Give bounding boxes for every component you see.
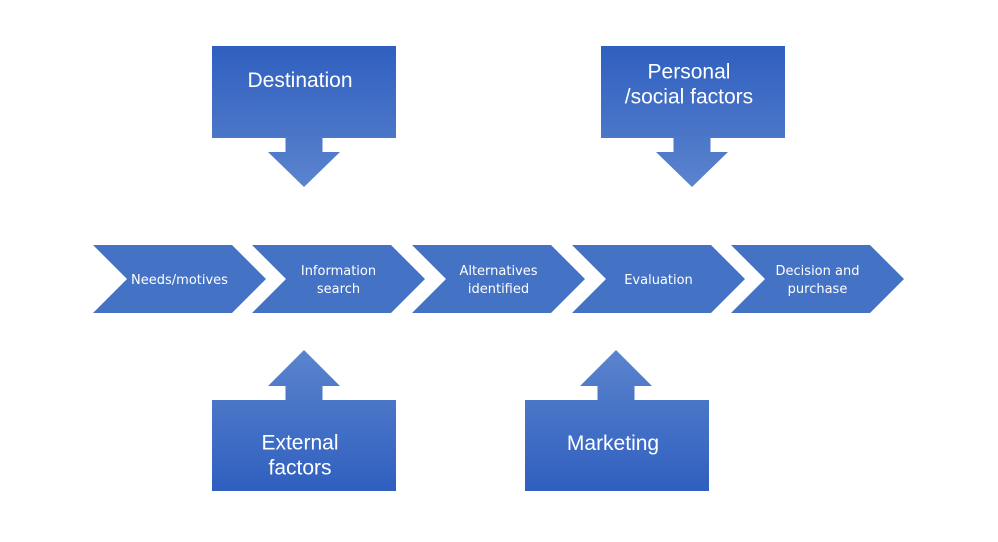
step-label: Needs/motives	[131, 273, 228, 288]
step-label: identified	[468, 282, 529, 297]
influence-label: /social factors	[625, 86, 753, 109]
process-step-decision: Decision and purchase	[731, 245, 904, 313]
influence-label: Personal	[648, 61, 731, 84]
arrow-down-icon	[601, 46, 785, 187]
chevron-shape	[412, 245, 585, 313]
process-chevrons: Needs/motives Information search Alternativ…	[93, 245, 904, 313]
process-step-evaluation: Evaluation	[572, 245, 745, 313]
influence-label: Destination	[247, 69, 352, 92]
influence-callouts: Destination Personal/social factorsExtern…	[212, 46, 785, 491]
arrow-down-icon	[212, 46, 396, 187]
step-label: Evaluation	[624, 273, 693, 288]
arrow-up-icon	[212, 350, 396, 491]
chevron-shape	[731, 245, 904, 313]
influence-marketing: Marketing	[525, 350, 709, 491]
process-step-info-search: Information search	[252, 245, 425, 313]
influence-label: Marketing	[567, 432, 659, 455]
influence-label: factors	[268, 457, 331, 480]
influence-destination: Destination	[212, 46, 396, 187]
arrow-up-icon	[525, 350, 709, 491]
chevron-shape	[93, 245, 266, 313]
step-label: search	[317, 282, 360, 297]
step-label: Decision and	[776, 264, 860, 279]
chevron-shape	[252, 245, 425, 313]
step-label: Information	[301, 264, 376, 279]
process-step-alternatives: Alternatives identified	[412, 245, 585, 313]
process-step-needs: Needs/motives	[93, 245, 266, 313]
influence-personal-social: Personal/social factors	[601, 46, 785, 187]
influence-label: External	[261, 432, 338, 455]
step-label: purchase	[788, 282, 848, 297]
step-label: Alternatives	[459, 264, 537, 279]
chevron-shape	[572, 245, 745, 313]
